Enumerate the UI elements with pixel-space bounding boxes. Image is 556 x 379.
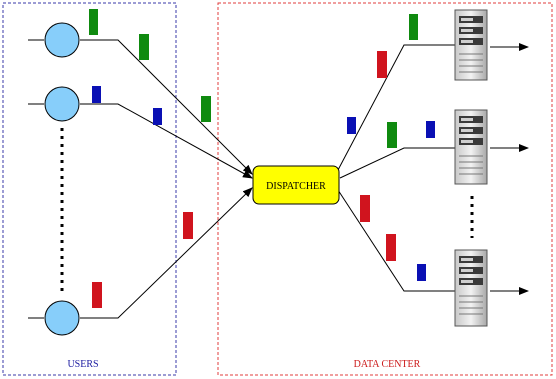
server-connectors <box>337 44 455 292</box>
packet-blue <box>347 117 356 134</box>
packet-red <box>92 282 102 308</box>
user-node-2 <box>44 86 80 122</box>
dispatcher-node: DISPATCHER <box>252 165 340 205</box>
packet-green <box>409 14 418 40</box>
packet-red <box>183 212 193 239</box>
user-connectors <box>80 39 253 319</box>
dispatcher-label: DISPATCHER <box>266 181 326 192</box>
user-node-1 <box>44 22 80 58</box>
users-label: USERS <box>67 359 98 370</box>
packet-blue <box>92 86 101 103</box>
server-icon-3 <box>454 249 488 327</box>
user-node-3 <box>44 300 80 336</box>
packet-green <box>89 9 98 35</box>
packet-green <box>387 122 397 148</box>
packet-green <box>139 34 149 60</box>
request-packets-users <box>89 9 211 308</box>
server-output-arrows <box>490 43 529 295</box>
packet-blue <box>417 264 426 281</box>
data-center-label: DATA CENTER <box>354 359 421 370</box>
packet-red <box>377 51 387 78</box>
server-icon-1 <box>454 9 488 81</box>
request-packets-data-center <box>347 14 435 281</box>
users-region <box>2 2 177 376</box>
packet-green <box>201 96 211 122</box>
packet-blue <box>426 121 435 138</box>
packet-red <box>386 234 396 261</box>
packet-red <box>360 195 370 222</box>
user-input-lines <box>28 39 44 319</box>
server-icon-2 <box>454 109 488 185</box>
data-center-region <box>217 2 553 376</box>
packet-blue <box>153 108 162 125</box>
